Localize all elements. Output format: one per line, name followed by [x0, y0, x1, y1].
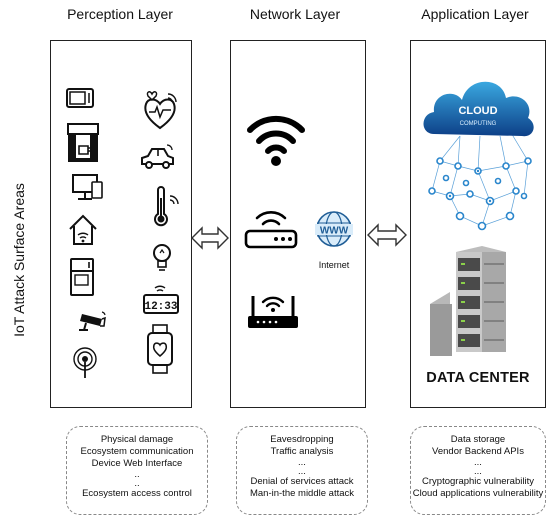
- perception-issue: Device Web Interface: [91, 458, 183, 469]
- internet-label: Internet: [318, 260, 350, 270]
- car-icon: [141, 144, 174, 169]
- cloud-computing-icon: CLOUD COMPUTING: [423, 81, 534, 231]
- network-issue: Denial of services attack: [250, 476, 354, 487]
- svg-text:12:33: 12:33: [144, 301, 177, 313]
- data-center-icon: [430, 246, 506, 356]
- perception-issue: ..: [134, 469, 140, 480]
- microwave-icon: [66, 88, 94, 108]
- thermometer-icon: [154, 186, 179, 227]
- camera-icon: [79, 311, 106, 331]
- application-issue: Cloud applications vulnerability: [412, 488, 544, 499]
- network-issue: ...: [298, 457, 306, 468]
- application-layer-title: Application Layer: [421, 6, 529, 22]
- network-application-arrow: [367, 223, 407, 247]
- smart-bulb-icon: [153, 244, 171, 271]
- iot-attack-surface-label: IoT Attack Surface Areas: [11, 183, 27, 337]
- wifi-icon: [247, 115, 305, 166]
- application-issue: Vendor Backend APIs: [432, 446, 524, 457]
- perception-network-arrow: [191, 226, 229, 250]
- perception-issue: Physical damage: [100, 434, 174, 445]
- heart-monitor-icon: [144, 91, 177, 130]
- digital-clock-icon: 12:33: [143, 285, 179, 314]
- refrigerator-icon: [70, 258, 94, 296]
- application-issue: ...: [474, 457, 482, 468]
- application-issue: Data storage: [450, 434, 506, 445]
- coffee-machine-icon: [67, 123, 99, 162]
- perception-issues-box: Physical damage Ecosystem communication …: [66, 426, 208, 515]
- globe-icon: WWW: [315, 211, 353, 247]
- network-layer-title: Network Layer: [249, 6, 341, 22]
- data-center-label: DATA CENTER: [426, 370, 530, 386]
- application-issues-box: Data storage Vendor Backend APIs ... ...…: [410, 426, 546, 515]
- application-issue: Cryptographic vulnerability: [422, 476, 534, 487]
- perception-issue: Ecosystem communication: [80, 446, 194, 457]
- computer-icon: [72, 174, 103, 200]
- smart-home-icon: [69, 214, 97, 245]
- perception-issue: ..: [134, 478, 140, 489]
- network-issue: ...: [298, 466, 306, 477]
- perception-issue: Ecosystem access control: [82, 488, 192, 499]
- perception-layer-title: Perception Layer: [67, 6, 173, 22]
- network-issue: Traffic analysis: [270, 446, 334, 457]
- application-issue: ...: [474, 466, 482, 477]
- cloud-subtitle: COMPUTING: [460, 121, 497, 127]
- www-label: WWW: [320, 226, 349, 237]
- modem-icon: [244, 211, 298, 249]
- router-icon: [248, 296, 298, 328]
- network-issues-box: Eavesdropping Traffic analysis ... ... D…: [236, 426, 368, 515]
- sensor-icon: [73, 347, 97, 378]
- smartwatch-icon: [147, 324, 173, 374]
- network-issue: Man-in-the middle attack: [249, 488, 355, 499]
- network-issue: Eavesdropping: [270, 434, 334, 445]
- cloud-title: CLOUD: [458, 105, 497, 117]
